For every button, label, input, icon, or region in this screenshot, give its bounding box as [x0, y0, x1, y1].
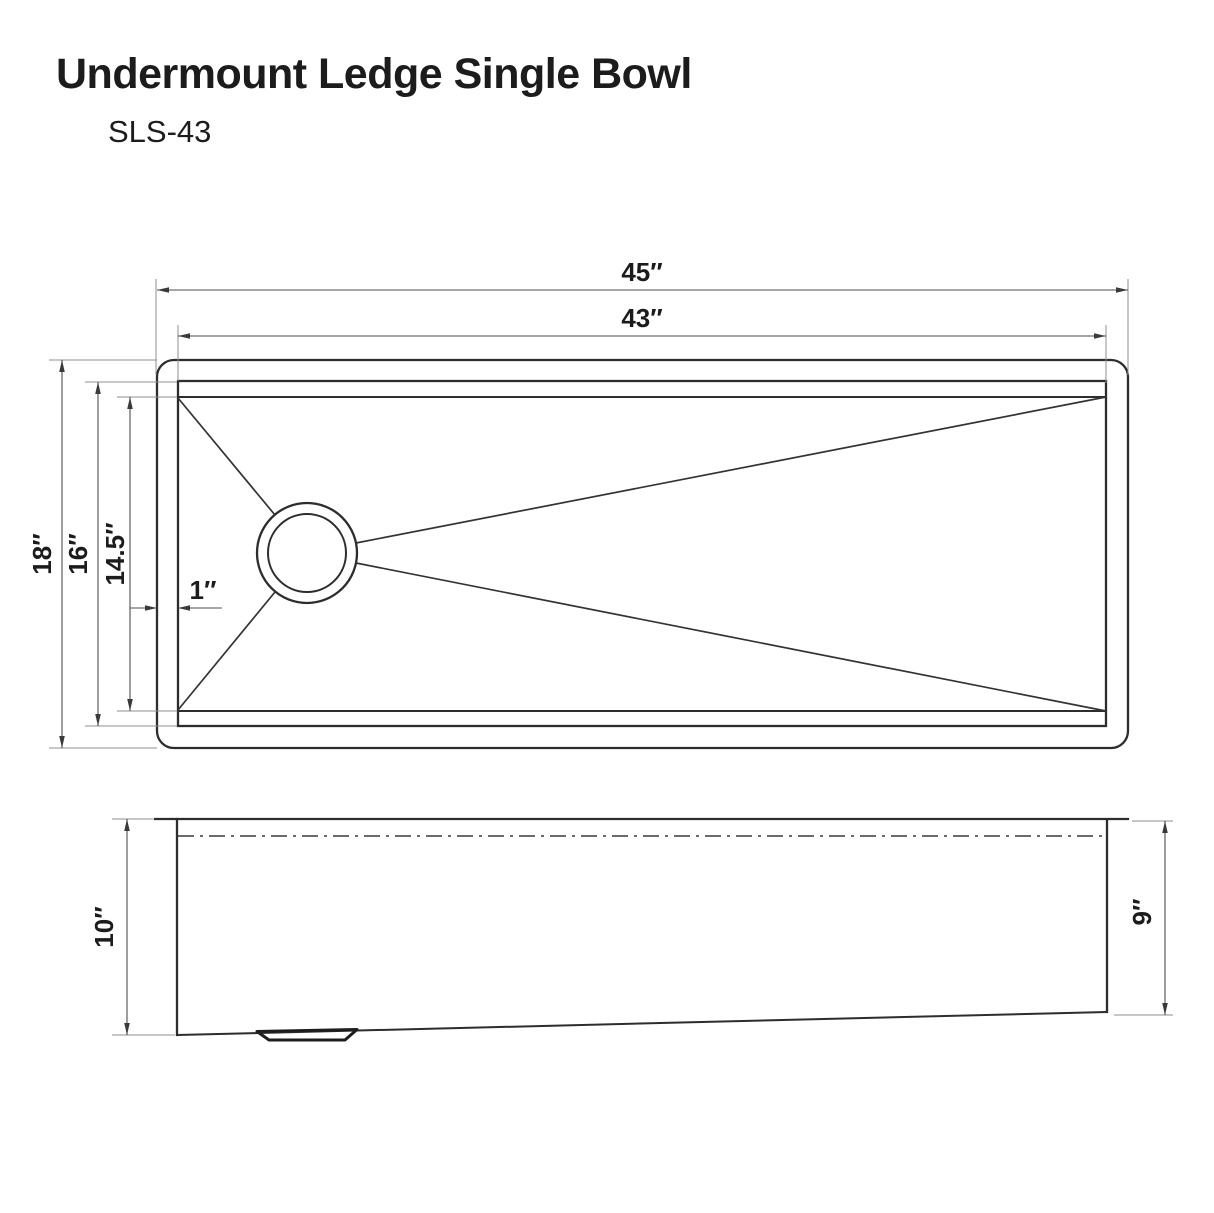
- outer-rim-outline: [155, 358, 1130, 750]
- top-view: [155, 358, 1130, 750]
- dimension-bowl-floor-depth: 14.5″: [100, 396, 177, 712]
- slope-line-top-right: [355, 396, 1107, 544]
- drain-fitting: [255, 1028, 359, 1042]
- dim-label-14-5: 14.5″: [100, 522, 130, 585]
- model-number: SLS-43: [108, 114, 211, 149]
- slope-line-bottom-left: [177, 591, 276, 711]
- dimension-ledge-width: 1″: [130, 575, 222, 611]
- slope-line-bottom-right: [355, 562, 1107, 712]
- dim-label-10: 10″: [89, 906, 119, 947]
- dimension-overall-depth: 18″: [27, 359, 157, 749]
- dim-label-16: 16″: [63, 533, 93, 574]
- top-view-dimensions: 45″ 43″ 18″ 16″ 14.5″: [27, 257, 1129, 749]
- dim-label-1: 1″: [190, 575, 217, 605]
- dim-label-9: 9″: [1127, 899, 1157, 926]
- slope-line-top-left: [177, 397, 276, 516]
- side-view-dimensions: 10″ 9″: [89, 818, 1173, 1036]
- dimension-height-left: 10″: [89, 818, 175, 1036]
- dim-label-43: 43″: [621, 303, 662, 333]
- inner-bowl-outline: [176, 379, 1108, 728]
- dimension-inner-depth: 16″: [63, 381, 177, 727]
- dimension-inner-width: 43″: [177, 303, 1107, 383]
- page-title: Undermount Ledge Single Bowl: [56, 50, 692, 98]
- side-view: [153, 817, 1130, 1042]
- dim-label-45: 45″: [621, 257, 662, 287]
- drain-inner-circle: [267, 513, 347, 593]
- dimension-height-right: 9″: [1114, 820, 1173, 1016]
- dimension-overall-width: 45″: [155, 257, 1129, 375]
- dim-label-18: 18″: [27, 533, 57, 574]
- drain-outer-circle: [255, 501, 359, 605]
